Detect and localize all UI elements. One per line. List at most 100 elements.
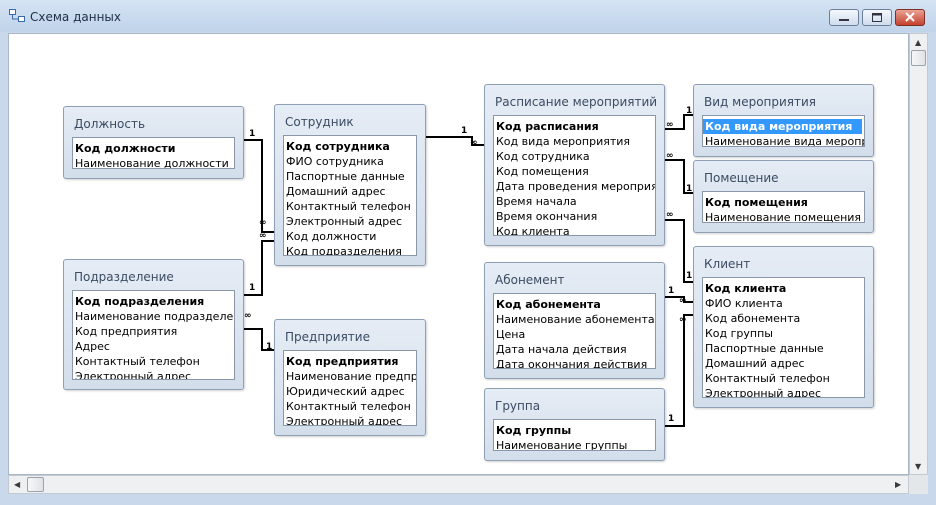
field-row[interactable]: Код клиента xyxy=(705,282,787,295)
field-row[interactable]: Дата проведения мероприятия xyxy=(496,180,656,193)
table-title: Предприятие xyxy=(285,330,370,344)
relationship-many-label: ∞ xyxy=(259,231,267,241)
relationship-one-label: 1 xyxy=(686,184,693,194)
table-title: Расписание мероприятий xyxy=(495,95,658,109)
table-title: Вид мероприятия xyxy=(704,95,817,109)
field-row[interactable]: Контактный телефон xyxy=(75,355,200,368)
field-list[interactable]: Код клиента ФИО клиента Код абонемента К… xyxy=(702,277,865,398)
scroll-left-icon[interactable]: ◀ xyxy=(14,480,21,489)
relationships-app-icon xyxy=(9,9,25,22)
field-row[interactable]: Код предприятия xyxy=(286,355,399,368)
field-row[interactable]: Наименование помещения xyxy=(705,211,862,223)
table-title: Клиент xyxy=(704,257,751,271)
vertical-scrollbar[interactable]: ▲ ▼ xyxy=(909,33,928,475)
field-list[interactable]: Код сотрудника ФИО сотрудника Паспортные… xyxy=(283,135,417,256)
vertical-scroll-thumb[interactable] xyxy=(911,50,926,66)
field-row[interactable]: Код расписания xyxy=(496,120,599,133)
relationship-line xyxy=(664,159,694,194)
relationship-line xyxy=(425,136,485,146)
field-list[interactable]: Код абонемента Наименование абонемента Ц… xyxy=(493,293,656,369)
scroll-down-icon[interactable]: ▼ xyxy=(915,462,922,471)
table-dolzhnost[interactable]: Должность Код должности Наименование дол… xyxy=(63,106,244,179)
field-row[interactable]: Паспортные данные xyxy=(286,170,405,183)
field-row[interactable]: Контактный телефон xyxy=(286,200,411,213)
field-row[interactable]: Юридический адрес xyxy=(286,385,405,398)
field-row[interactable]: Домашний адрес xyxy=(286,185,386,198)
field-row[interactable]: Адрес xyxy=(75,340,110,353)
relationship-line xyxy=(243,240,275,296)
field-row[interactable]: Наименование группы xyxy=(496,439,628,451)
field-row[interactable]: Наименование абонемента xyxy=(496,313,655,326)
table-title: Группа xyxy=(495,399,541,413)
field-row[interactable]: Контактный телефон xyxy=(705,372,830,385)
field-row[interactable]: Наименование предприятия xyxy=(286,370,416,383)
field-row[interactable]: Код предприятия xyxy=(75,325,178,338)
field-row[interactable]: Наименование должности xyxy=(75,157,229,169)
field-row[interactable]: Код группы xyxy=(705,327,773,340)
field-row[interactable]: ФИО сотрудника xyxy=(286,155,384,168)
minimize-button[interactable] xyxy=(829,9,859,26)
field-row[interactable]: Код клиента xyxy=(496,225,570,236)
scroll-right-icon[interactable]: ▶ xyxy=(895,480,902,489)
field-row[interactable]: Домашний адрес xyxy=(705,357,805,370)
table-gruppa[interactable]: Группа Код группы Наименование группы xyxy=(484,388,665,461)
field-row[interactable]: Код группы xyxy=(496,424,572,437)
field-row-selected[interactable]: Код вида мероприятия xyxy=(703,119,862,134)
field-row[interactable]: Дата окончания действия xyxy=(496,358,648,369)
field-row[interactable]: Наименование подразделения xyxy=(75,310,234,323)
window-title: Схема данных xyxy=(30,10,122,24)
field-row[interactable]: Дата начала действия xyxy=(496,343,627,356)
field-row[interactable]: Код должности xyxy=(286,230,377,243)
field-row[interactable]: Код должности xyxy=(75,142,176,155)
restore-button[interactable] xyxy=(862,9,892,26)
field-row[interactable]: Контактный телефон xyxy=(286,400,411,413)
scroll-up-icon[interactable]: ▲ xyxy=(915,38,922,47)
field-row[interactable]: Электронный адрес xyxy=(286,215,403,228)
field-row[interactable]: Код помещения xyxy=(496,165,589,178)
field-row[interactable]: Электронный адрес xyxy=(705,387,822,398)
relationship-one-label: 1 xyxy=(686,271,693,281)
field-list[interactable]: Код предприятия Наименование предприятия… xyxy=(283,350,417,426)
table-klient[interactable]: Клиент Код клиента ФИО клиента Код абоне… xyxy=(693,246,874,408)
field-row[interactable]: Код вида мероприятия xyxy=(496,135,631,148)
field-row[interactable]: Код помещения xyxy=(705,196,808,209)
field-row[interactable]: ФИО клиента xyxy=(705,297,783,310)
table-abonement[interactable]: Абонемент Код абонемента Наименование аб… xyxy=(484,262,665,379)
field-row[interactable]: Время окончания xyxy=(496,210,598,223)
field-row[interactable]: Код сотрудника xyxy=(286,140,390,153)
restore-icon xyxy=(872,13,882,22)
field-list[interactable]: Код расписания Код вида мероприятия Код … xyxy=(493,115,656,236)
field-row[interactable]: Время начала xyxy=(496,195,577,208)
relationship-line xyxy=(664,219,694,283)
field-list[interactable]: Код группы Наименование группы xyxy=(493,419,656,451)
field-list[interactable]: Код помещения Наименование помещения xyxy=(702,191,865,223)
table-raspisanie[interactable]: Расписание мероприятий Код расписания Ко… xyxy=(484,84,665,246)
field-row[interactable]: Код абонемента xyxy=(705,312,801,325)
field-list[interactable]: Код должности Наименование должности xyxy=(72,137,235,169)
field-row[interactable]: Цена xyxy=(496,328,526,341)
field-row[interactable]: Паспортные данные xyxy=(705,342,824,355)
table-sotrudnik[interactable]: Сотрудник Код сотрудника ФИО сотрудника … xyxy=(274,104,426,266)
horizontal-scroll-thumb[interactable] xyxy=(27,477,44,492)
table-vid-meropriyatiya[interactable]: Вид мероприятия Код вида мероприятия Наи… xyxy=(693,84,874,157)
field-row[interactable]: Код абонемента xyxy=(496,298,601,311)
field-row[interactable]: Электронный адрес xyxy=(75,370,192,380)
table-title: Должность xyxy=(74,117,146,131)
scrollbar-corner xyxy=(909,475,928,494)
field-list[interactable]: Код подразделения Наименование подраздел… xyxy=(72,290,235,380)
field-row[interactable]: Код подразделения xyxy=(286,245,402,256)
table-pomeshchenie[interactable]: Помещение Код помещения Наименование пом… xyxy=(693,160,874,233)
table-predpriyatie[interactable]: Предприятие Код предприятия Наименование… xyxy=(274,319,426,436)
relationship-many-label: ∞ xyxy=(244,311,252,321)
field-row[interactable]: Код сотрудника xyxy=(496,150,590,163)
relationship-many-label: ∞ xyxy=(666,210,674,220)
close-button[interactable] xyxy=(895,9,925,26)
table-podrazdelenie[interactable]: Подразделение Код подразделения Наименов… xyxy=(63,259,244,390)
field-row[interactable]: Электронный адрес xyxy=(286,415,403,426)
field-row[interactable]: Наименование вида мероприятия xyxy=(705,135,864,147)
field-list[interactable]: Код вида мероприятия Наименование вида м… xyxy=(702,115,865,147)
field-row[interactable]: Код подразделения xyxy=(75,295,205,308)
relationship-one-label: 1 xyxy=(249,129,256,139)
horizontal-scrollbar[interactable]: ◀ ▶ xyxy=(8,475,909,494)
